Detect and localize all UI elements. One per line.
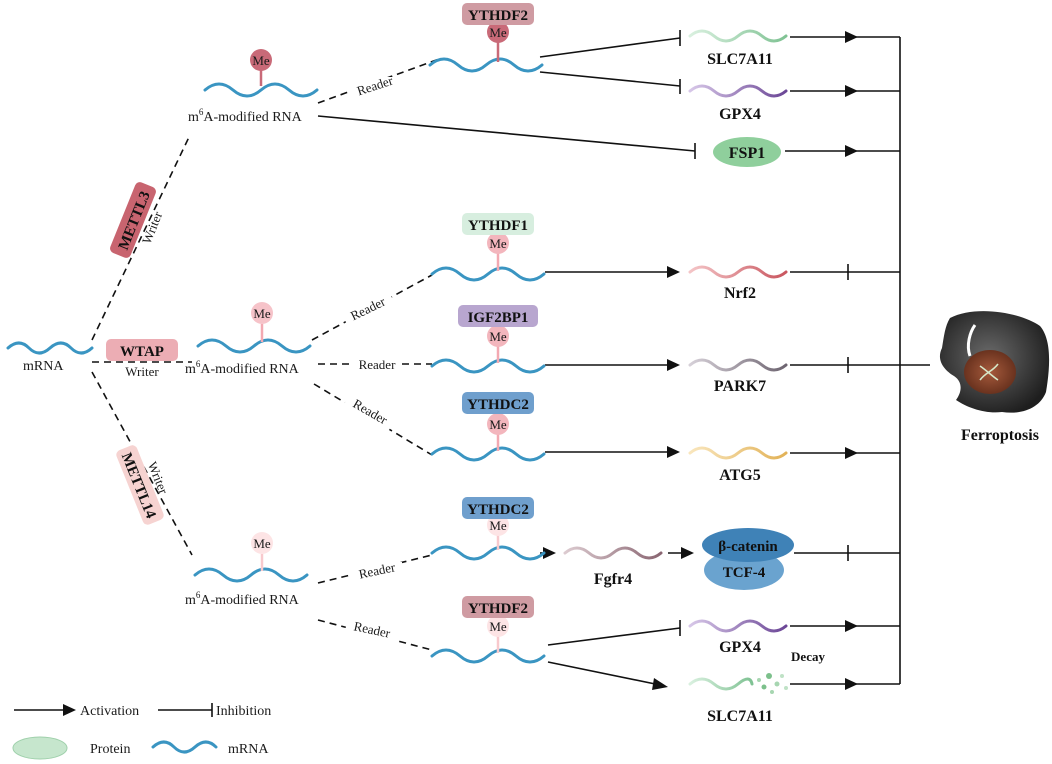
reader-link-2	[311, 274, 433, 341]
inhibit-gpx4-2	[547, 627, 681, 646]
reader-link-5	[317, 554, 433, 584]
legend: Activation Inhibition Protein mRNA	[12, 703, 271, 760]
legend-protein: Protein	[90, 742, 130, 757]
fsp1-protein	[713, 137, 781, 167]
m6a-label-2: m6A-modified RNA	[185, 359, 300, 377]
me-marker-2	[251, 302, 273, 324]
svg-text:Writer: Writer	[125, 364, 159, 379]
svg-text:m6A-modified RNA: m6A-modified RNA	[188, 107, 303, 125]
target-fsp1: FSP1	[729, 145, 765, 162]
reader-ythdc2-1: YTHDC2	[467, 397, 529, 413]
ferroptosis-label: Ferroptosis	[961, 427, 1039, 444]
mrna-label: mRNA	[23, 359, 64, 374]
reader-rna-1	[428, 57, 544, 73]
svg-text:Me: Me	[253, 306, 271, 321]
legend-mrna-wave	[151, 740, 218, 754]
m6a-label-3: m6A-modified RNA	[185, 590, 300, 608]
svg-text:Me: Me	[489, 619, 507, 634]
target-atg5: ATG5	[719, 467, 760, 484]
reader-ythdf2-1: YTHDF2	[468, 8, 528, 24]
legend-inhibition: Inhibition	[216, 704, 271, 719]
writer-link-mettl14	[91, 371, 193, 556]
svg-text:Me: Me	[253, 536, 271, 551]
legend-protein-shape	[12, 736, 68, 760]
svg-text:Me: Me	[489, 236, 507, 251]
m6a-rna-wave-1	[203, 82, 319, 98]
target-park7: PARK7	[714, 378, 766, 395]
writer-link-mettl3	[91, 134, 191, 341]
reader-rna-2	[430, 266, 546, 282]
reader-rna-6	[430, 648, 546, 664]
gpx4-wave-2	[688, 619, 788, 633]
svg-text:Me: Me	[252, 53, 270, 68]
decay-label: Decay	[791, 649, 825, 664]
mrna-wave	[6, 341, 94, 355]
reader-label-6: Reader	[353, 618, 393, 640]
target-slc7a11: SLC7A11	[707, 51, 773, 68]
park7-wave	[688, 358, 788, 372]
inhibit-gpx4	[539, 71, 681, 87]
catenin-tcf4-complex: β-catenin TCF-4	[702, 528, 794, 590]
arrowheads	[543, 31, 858, 690]
reader-ythdf2-2: YTHDF2	[468, 601, 528, 617]
target-slc7a11-2: SLC7A11	[707, 708, 773, 725]
me-marker-1	[250, 49, 272, 71]
ferroptosis-cell	[939, 311, 1050, 413]
reader-label-2: Reader	[348, 293, 388, 323]
legend-mrna: mRNA	[228, 742, 269, 757]
svg-text:Me: Me	[489, 518, 507, 533]
reader-badges: YTHDF2 YTHDF1 IGF2BP1 YTHDC2 YTHDC2 YTHD…	[458, 3, 538, 618]
nrf2-wave	[688, 265, 788, 279]
svg-text:Me: Me	[489, 329, 507, 344]
reader-label-4: Reader	[351, 396, 391, 428]
fgfr4-wave	[563, 546, 663, 560]
reader-ythdf1: YTHDF1	[468, 218, 528, 234]
reader-link-6	[317, 619, 433, 651]
legend-activation: Activation	[80, 704, 139, 719]
reader-rna-4	[430, 446, 546, 462]
slc7a11-wave-1	[688, 29, 788, 43]
target-nrf2: Nrf2	[724, 285, 756, 302]
svg-text:m6A-modified RNA: m6A-modified RNA	[185, 359, 300, 377]
atg5-wave	[688, 446, 788, 460]
reader-igf2bp1: IGF2BP1	[468, 310, 529, 326]
target-gpx4-2: GPX4	[719, 639, 761, 656]
reader-ythdc2-2: YTHDC2	[467, 502, 529, 518]
svg-text:Me: Me	[489, 25, 507, 40]
svg-text:m6A-modified RNA: m6A-modified RNA	[185, 590, 300, 608]
writer-badges: METTL3 Writer WTAP Writer METTL14 Writer	[106, 182, 178, 525]
activate-slc7a11-2	[547, 661, 661, 686]
inhibit-fsp1	[317, 115, 696, 152]
me-marker-3	[251, 532, 273, 554]
decay-dots	[757, 673, 788, 694]
reader-rna-5	[430, 545, 546, 561]
target-beta-catenin: β-catenin	[718, 539, 778, 555]
svg-text:Me: Me	[489, 417, 507, 432]
gpx4-wave-1	[688, 84, 788, 98]
me-markers: Me Me Me Me Me Me Me Me Me	[250, 21, 509, 653]
reader-rna-3	[430, 358, 546, 374]
m6a-rna-wave-3	[193, 567, 309, 583]
inhibit-slc7a11	[539, 37, 681, 58]
m6a-label-1: m6A-modified RNA	[188, 107, 303, 125]
reader-label-1: Reader	[355, 72, 395, 98]
target-tcf4: TCF-4	[723, 565, 766, 581]
writer-wtap: WTAP	[120, 344, 164, 360]
m6a-rna-wave-2	[196, 338, 312, 354]
reader-label-3: Reader	[359, 357, 396, 372]
reader-link-4	[313, 383, 433, 456]
target-fgfr4: Fgfr4	[594, 571, 632, 588]
slc7a11-wave-2	[688, 677, 754, 691]
target-gpx4: GPX4	[719, 106, 761, 123]
